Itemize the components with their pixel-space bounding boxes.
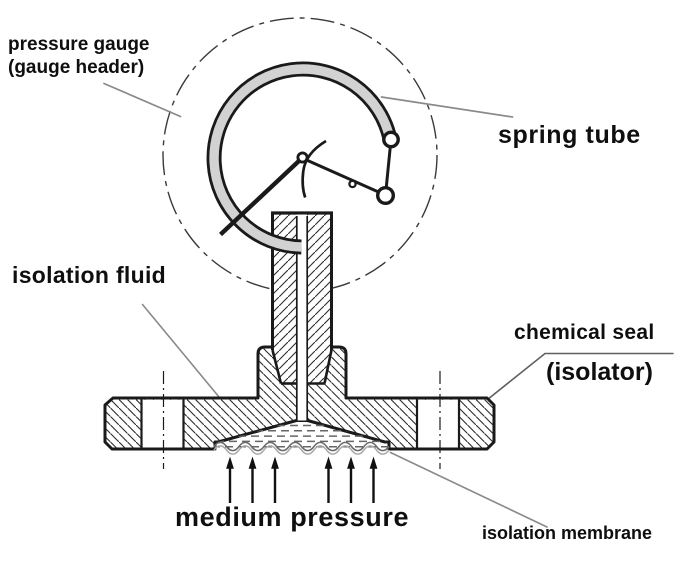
pressure-gauge-leader-line [103,82,182,118]
pressure-arrow-icon [226,456,234,503]
chemical-seal-label: chemical seal [514,321,655,344]
gauge-movement [218,130,400,237]
bolt-hole-left [141,399,184,448]
link-bar-diagonal [305,158,380,194]
bolt-hole-walls [140,399,461,448]
medium-pressure-arrows [226,456,378,503]
needle-pivot [296,151,309,164]
isolation-fluid-label: isolation fluid [12,262,166,288]
pressure-arrow-icon [248,456,257,503]
isolation-membrane-leader-line [389,451,548,528]
pressure-gauge-label-line1: pressure gauge [8,34,150,55]
spring-tube-arc [206,61,398,255]
medium-pressure-label: medium pressure [175,502,410,532]
gauge-stem [271,211,333,421]
capillary-channel [297,214,307,421]
pressure-gauge-label-line2: (gauge header) [8,57,145,78]
linkage-joint [376,185,396,205]
sector-gear-curve [301,139,327,198]
bolt-centerlines [162,371,441,469]
pressure-gauge-label: pressure gauge (gauge header) [8,33,150,79]
pressure-arrow-icon [347,456,355,503]
pressure-arrow-icon [271,456,279,503]
pressure-arrow-icon [369,456,378,503]
spring-tube-label: spring tube [498,121,641,149]
pointer-needle [218,157,303,237]
link-bar-vertical [384,146,392,189]
spring-tube-end-joint [382,130,400,149]
spring-tube-fill [209,64,395,252]
isolation-membrane-wave-shadow [213,445,390,455]
spring-tube-leader-line [380,96,514,118]
isolator-label: (isolator) [546,358,653,386]
isolation-membrane-wave [213,441,390,452]
linkage-pin [348,179,357,189]
chemical-seal-leader-line [476,352,674,409]
bolt-hole-right [417,399,459,448]
isolation-membrane-label: isolation membrane [482,523,653,543]
pressure-arrow-icon [324,456,333,503]
